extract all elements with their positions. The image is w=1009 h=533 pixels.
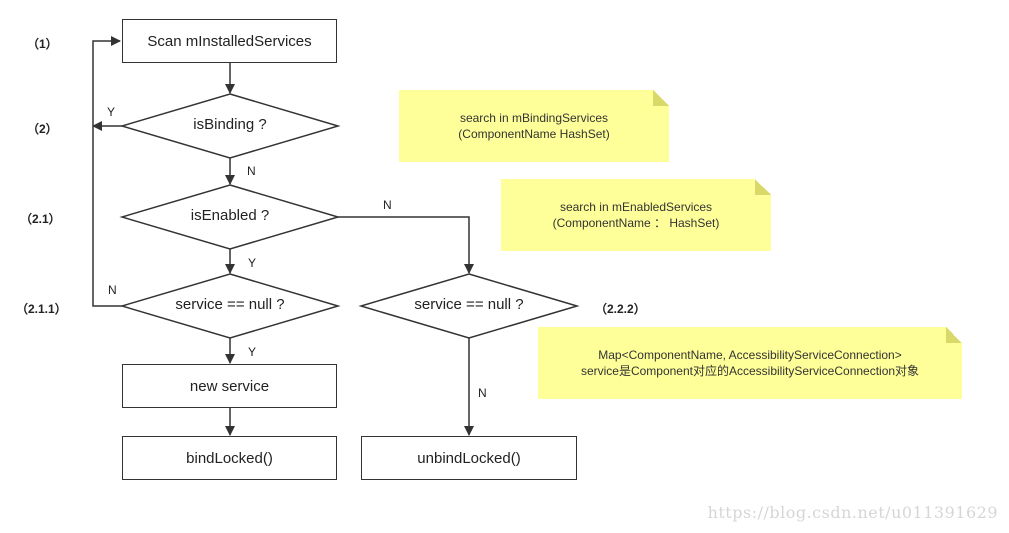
left-null-no-label: N: [108, 283, 117, 297]
step-label-2-1: （2.1）: [20, 212, 61, 226]
is-binding-label: isBinding ?: [193, 116, 267, 133]
binding-yes-label: Y: [107, 105, 116, 119]
right-null-no-label: N: [478, 386, 487, 400]
is-enabled-label: isEnabled ?: [190, 207, 270, 224]
scan-box: Scan mInstalledServices: [122, 19, 337, 63]
note-binding-services: search in mBindingServices (ComponentNam…: [399, 90, 669, 162]
service-null-left-label: service == null ?: [175, 296, 285, 313]
unbind-locked-box: unbindLocked(): [361, 436, 577, 480]
note-fold-corner: [653, 90, 669, 106]
service-null-right-label: service == null ?: [414, 296, 524, 313]
step-label-2: （2）: [27, 122, 58, 136]
enabled-no-label: N: [383, 198, 392, 212]
note-map-line-2: service是Component对应的AccessibilityService…: [580, 364, 920, 378]
note-binding-line-2: (ComponentName HashSet): [458, 127, 610, 141]
new-service-box: new service: [122, 364, 337, 408]
note-enabled-line-1: search in mEnabledServices: [559, 200, 713, 214]
loop-back-line: [92, 36, 122, 307]
enabled-yes-label: Y: [248, 256, 257, 270]
note-fold-corner: [946, 327, 962, 343]
binding-no-label: N: [247, 164, 256, 178]
watermark-url: https://blog.csdn.net/u011391629: [707, 503, 998, 522]
step-label-1: （1）: [27, 37, 58, 51]
note-service-map: Map<ComponentName, AccessibilityServiceC…: [538, 327, 962, 399]
note-enabled-services: search in mEnabledServices (ComponentNam…: [501, 179, 771, 251]
note-map-line-1: Map<ComponentName, AccessibilityServiceC…: [598, 348, 902, 362]
step-label-2-1-1: （2.1.1）: [16, 302, 67, 316]
bind-locked-box: bindLocked(): [122, 436, 337, 480]
note-fold-corner: [755, 179, 771, 195]
note-enabled-line-2: (ComponentName ： HashSet): [552, 216, 720, 230]
step-label-2-2-2: （2.2.2）: [595, 302, 646, 316]
arrow-enabled-no-branch: [338, 216, 474, 274]
note-binding-line-1: search in mBindingServices: [459, 111, 609, 125]
left-null-yes-label: Y: [248, 345, 257, 359]
